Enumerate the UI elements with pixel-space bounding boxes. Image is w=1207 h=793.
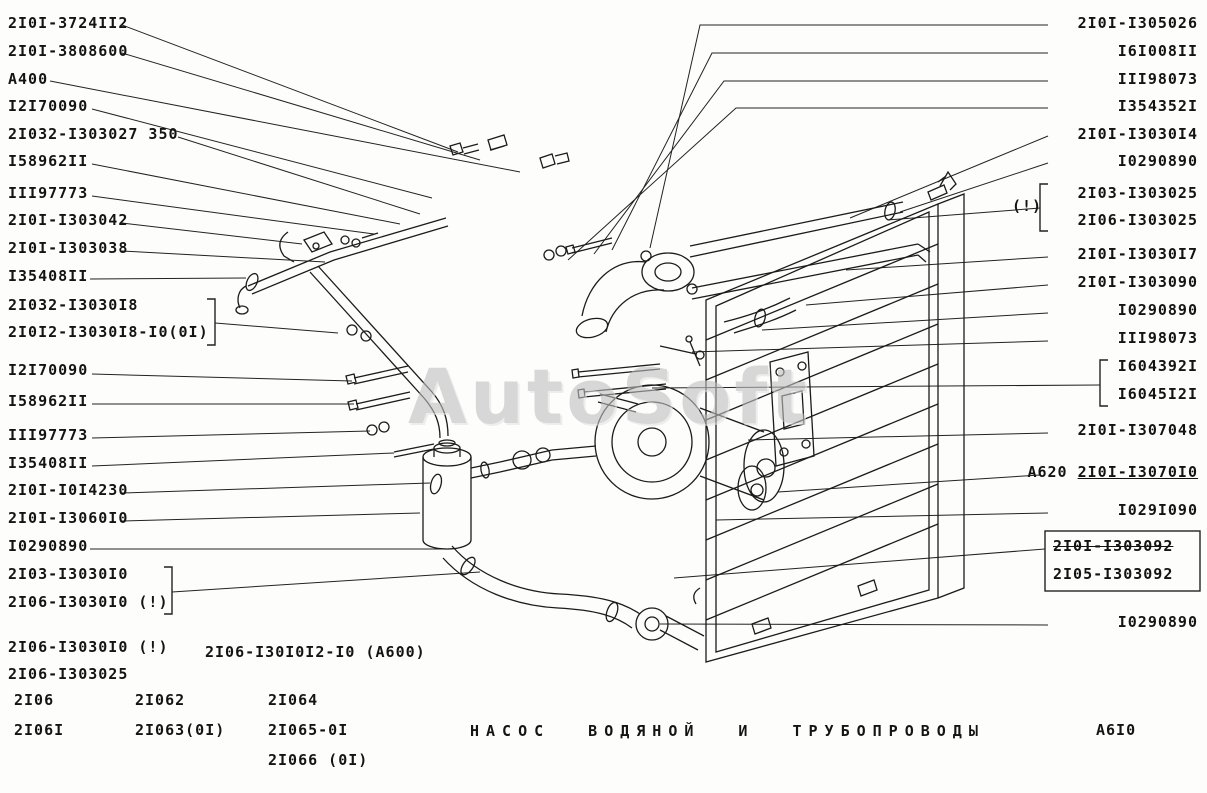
part-label: 2I0I-I307048 — [1077, 421, 1198, 439]
part-label: 2I032-I303027 350 — [8, 125, 179, 143]
part-label: I0290890 — [1117, 301, 1198, 319]
part-label: I354352I — [1117, 97, 1198, 115]
part-label: 2I0I-I303092 — [1053, 537, 1174, 555]
part-label: I0290890 — [1117, 152, 1198, 170]
part-label: 2I06-I303025 — [8, 665, 129, 683]
model-code: 2I066 (0I) — [268, 751, 369, 769]
fasteners-drawing — [345, 134, 705, 458]
part-label: 2I0I-I305026 — [1077, 14, 1198, 32]
radiator-drawing — [693, 170, 965, 663]
upper-pipes-drawing — [689, 201, 931, 334]
model-code: 2I065-0I — [268, 721, 349, 739]
part-label: III98073 — [1117, 70, 1198, 88]
part-label: 2I0I-3808600 — [8, 42, 129, 60]
part-label: 2I05-I303092 — [1053, 565, 1174, 583]
part-label: 2I0I-I0I4230 — [8, 481, 129, 499]
part-label: 2I0I-I303042 — [8, 211, 129, 229]
gasket-drawing — [769, 351, 815, 467]
part-label: I0290890 — [1117, 613, 1198, 631]
lower-hose-drawing — [442, 545, 705, 651]
part-label: 2I0I-I303038 — [8, 239, 129, 257]
part-label: 2I06-I3030I0 (!) — [8, 593, 169, 611]
part-label: I2I70090 — [8, 361, 89, 379]
model-code: 2I063(0I) — [135, 721, 226, 739]
part-label: 2I06-I30I0I2-I0 (А600) — [205, 643, 426, 661]
leader-lines — [49, 24, 1101, 626]
group-brackets — [164, 183, 1201, 615]
part-label: I6I008II — [1117, 42, 1198, 60]
assembly-drawing — [235, 134, 965, 663]
part-label-a620: А620 2I0I-I3070I0 — [1027, 464, 1198, 480]
model-code: 2I062 — [135, 691, 186, 709]
part-label: I0290890 — [8, 537, 89, 555]
part-label: 2I0I-I303090 — [1077, 273, 1198, 291]
bypass-tube-drawing — [235, 217, 449, 439]
part-label: 2I06-I3030I0 (!) — [8, 638, 169, 656]
part-label: 2I03-I303025 — [1077, 184, 1198, 202]
part-label: I58962II — [8, 152, 89, 170]
part-label: 2I032-I3030I8 — [8, 296, 139, 314]
warning-mark: (!) — [1012, 197, 1043, 215]
part-label: 2I06-I303025 — [1077, 211, 1198, 229]
part-label: III98073 — [1117, 329, 1198, 347]
part-label: 2I0I-I3030I4 — [1077, 125, 1198, 143]
model-code: 2I06 — [14, 691, 55, 709]
part-label: III97773 — [8, 184, 89, 202]
part-label: I35408II — [8, 454, 89, 472]
tank-drawing — [422, 439, 597, 550]
outlet-pipe-drawing — [575, 250, 698, 339]
diagram-title: НАСОС ВОДЯНОЙ И ТРУБОПРОВОДЫ — [470, 722, 985, 740]
part-label: I2I70090 — [8, 97, 89, 115]
part-label: 2I0I-I3060I0 — [8, 509, 129, 527]
water-pump-drawing — [594, 335, 785, 511]
model-code: 2I06I — [14, 721, 65, 739]
part-label: I6045I2I — [1117, 385, 1198, 403]
part-number: 2I0I-I3070I0 — [1077, 463, 1198, 481]
sheet-code: А6I0 — [1096, 721, 1137, 739]
part-label: I029I090 — [1117, 501, 1198, 519]
part-label: 2I0I2-I3030I8-I0(0I) — [8, 323, 209, 341]
part-label: 2I0I-I3030I7 — [1077, 245, 1198, 263]
part-label: III97773 — [8, 426, 89, 444]
variant-code: А620 — [1027, 463, 1068, 481]
part-label: I35408II — [8, 267, 89, 285]
model-code: 2I064 — [268, 691, 319, 709]
part-label: 2I0I-3724II2 — [8, 14, 129, 32]
part-label: 2I03-I3030I0 — [8, 565, 129, 583]
part-label: А400 — [8, 70, 49, 88]
part-label: I604392I — [1117, 357, 1198, 375]
part-label: I58962II — [8, 392, 89, 410]
